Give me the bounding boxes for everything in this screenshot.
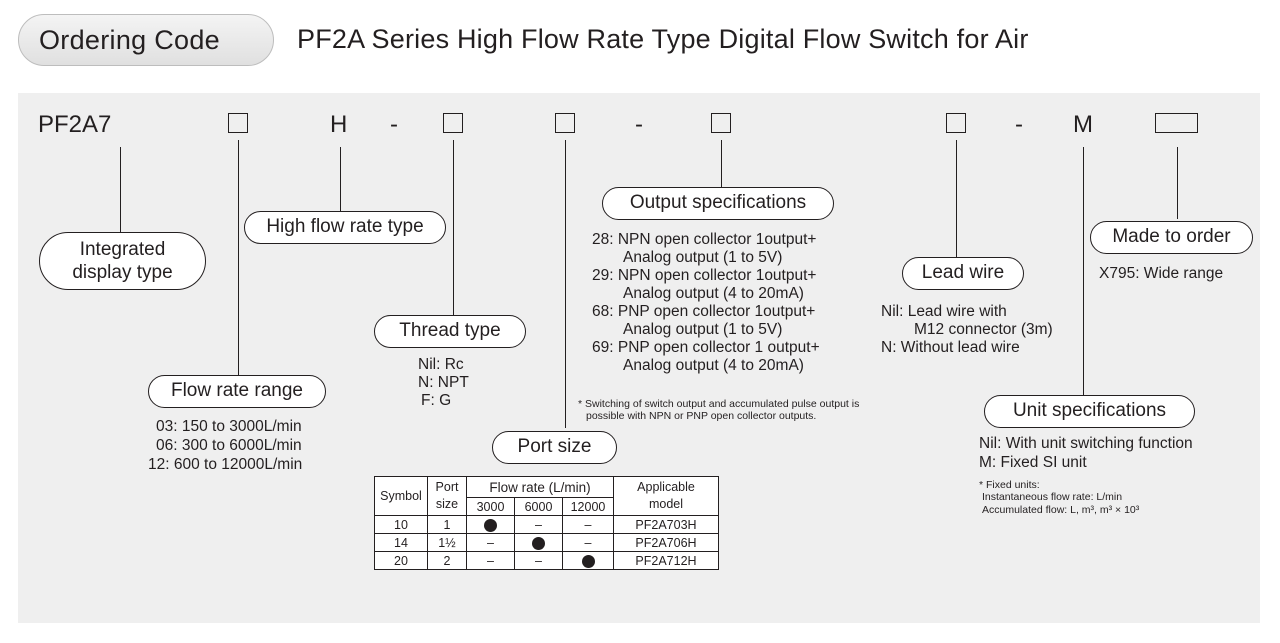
port-row-symbol: 20 — [374, 551, 428, 570]
integrated-line-2: display type — [72, 262, 173, 283]
integrated-line-1: Integrated — [79, 239, 166, 260]
port-size-table: Symbol Port size Flow rate (L/min) Appli… — [374, 476, 719, 570]
output-option-69: 69: PNP open collector 1 output+ — [592, 339, 820, 356]
unit-specifications-label: Unit specifications — [984, 395, 1195, 428]
output-note-1: * Switching of switch output and accumul… — [578, 398, 860, 410]
port-row-model: PF2A712H — [613, 551, 719, 570]
port-row-na-cell: – — [466, 533, 515, 552]
unit-note-2: Instantaneous flow rate: L/min — [982, 491, 1123, 503]
output-option-28: 28: NPN open collector 1output+ — [592, 231, 817, 248]
flow-option-06: 06: 300 to 6000L/min — [156, 437, 302, 454]
port-row-model: PF2A706H — [613, 533, 719, 552]
th-port-line-1: Port — [435, 480, 459, 494]
code-box-thread — [443, 113, 463, 133]
code-box-flow-range — [228, 113, 248, 133]
port-row-symbol: 14 — [374, 533, 428, 552]
unit-note-3: Accumulated flow: L, m³, m³ × 10³ — [982, 504, 1140, 516]
port-row-na-cell: – — [514, 515, 563, 534]
output-option-29: 29: NPN open collector 1output+ — [592, 267, 817, 284]
th-applicable-model: Applicable model — [613, 476, 719, 516]
code-h: H — [330, 111, 348, 138]
th-model-line-2: model — [648, 497, 684, 511]
th-model-line-1: Applicable — [637, 480, 695, 494]
output-note-2: possible with NPN or PNP open collector … — [586, 410, 817, 422]
thread-option-npt: N: NPT — [418, 374, 469, 391]
made-to-order-label: Made to order — [1090, 221, 1253, 254]
high-flow-rate-type-label: High flow rate type — [244, 211, 446, 244]
code-box-lead-wire — [946, 113, 966, 133]
flow-option-12: 12: 600 to 12000L/min — [148, 456, 303, 473]
thread-option-rc: Nil: Rc — [418, 356, 464, 373]
port-row-applicable-cell — [562, 551, 614, 570]
leader-made-to-order — [1177, 147, 1178, 219]
lead-wire-label: Lead wire — [902, 257, 1024, 290]
output-option-68-analog: Analog output (1 to 5V) — [623, 321, 783, 338]
code-box-port — [555, 113, 575, 133]
port-row-size: 2 — [427, 551, 467, 570]
th-flow-rate: Flow rate (L/min) — [466, 476, 614, 498]
th-flow-3000: 3000 — [466, 497, 515, 516]
th-symbol: Symbol — [374, 476, 428, 516]
code-dash-3: - — [1015, 111, 1023, 138]
model-prefix: PF2A7 — [38, 111, 112, 138]
lead-option-n: N: Without lead wire — [881, 339, 1020, 356]
output-option-29-analog: Analog output (4 to 20mA) — [623, 285, 804, 302]
th-flow-12000: 12000 — [562, 497, 614, 516]
code-dash-1: - — [390, 111, 398, 138]
leader-high-flow — [340, 147, 341, 212]
output-option-69-analog: Analog output (4 to 20mA) — [623, 357, 804, 374]
leader-unit-spec — [1083, 147, 1084, 395]
port-row-size: 1 — [427, 515, 467, 534]
output-option-28-analog: Analog output (1 to 5V) — [623, 249, 783, 266]
unit-note-1: * Fixed units: — [979, 479, 1040, 491]
th-port-line-2: size — [435, 497, 459, 511]
port-row-symbol: 10 — [374, 515, 428, 534]
unit-option-m: M: Fixed SI unit — [979, 454, 1087, 471]
th-flow-6000: 6000 — [514, 497, 563, 516]
leader-output — [721, 140, 722, 187]
thread-type-label: Thread type — [374, 315, 526, 348]
port-row-na-cell: – — [562, 533, 614, 552]
filled-circle-icon — [532, 536, 545, 550]
flow-option-03: 03: 150 to 3000L/min — [156, 418, 302, 435]
port-row-size: 1½ — [427, 533, 467, 552]
page-title: PF2A Series High Flow Rate Type Digital … — [297, 24, 1029, 54]
port-size-label: Port size — [492, 431, 617, 464]
lead-option-m12: M12 connector (3m) — [914, 321, 1053, 338]
code-m: M — [1073, 111, 1093, 138]
port-row-applicable-cell — [466, 515, 515, 534]
output-specifications-label: Output specifications — [602, 187, 834, 220]
filled-circle-icon — [484, 518, 497, 532]
flow-rate-range-label: Flow rate range — [148, 375, 326, 408]
leader-port-size — [565, 140, 566, 428]
port-row-na-cell: – — [466, 551, 515, 570]
leader-thread — [453, 140, 454, 315]
filled-circle-icon — [581, 554, 595, 568]
lead-option-nil: Nil: Lead wire with — [881, 303, 1007, 320]
code-dash-2: - — [635, 111, 643, 138]
port-row-na-cell: – — [562, 515, 614, 534]
integrated-display-type-label: Integrated display type — [39, 232, 206, 290]
port-row-na-cell: – — [514, 551, 563, 570]
code-box-made-to-order — [1155, 113, 1198, 133]
unit-option-nil: Nil: With unit switching function — [979, 435, 1193, 452]
ordering-code-badge: Ordering Code — [18, 14, 274, 66]
leader-flow-range — [238, 140, 239, 375]
leader-lead-wire — [956, 140, 957, 257]
made-to-order-option: X795: Wide range — [1099, 265, 1224, 282]
code-box-output — [711, 113, 731, 133]
th-port-size: Port size — [427, 476, 467, 516]
port-row-model: PF2A703H — [613, 515, 719, 534]
leader-integrated — [120, 147, 121, 232]
thread-option-g: F: G — [421, 392, 452, 409]
output-option-68: 68: PNP open collector 1output+ — [592, 303, 816, 320]
port-row-applicable-cell — [514, 533, 563, 552]
